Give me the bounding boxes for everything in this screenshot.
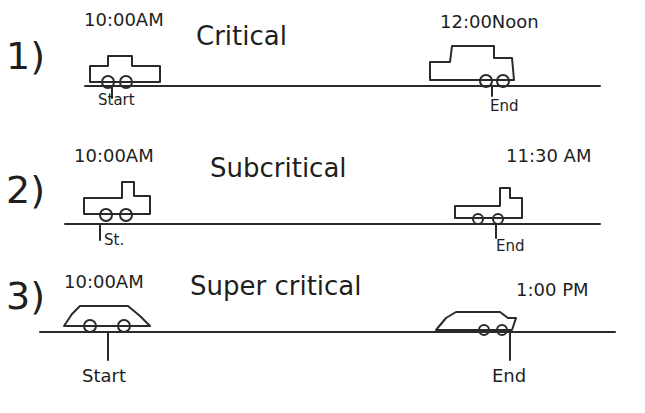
end-tick [495,224,497,238]
start-label: St. [104,232,124,249]
start-label: Start [98,92,135,109]
row-number: 1) [6,36,45,78]
row-number: 3) [6,276,45,318]
end-tick [491,86,493,96]
start-time: 10:00AM [64,272,144,292]
wheel [480,75,492,87]
flow-type: Critical [196,22,287,51]
start-label: Start [82,366,126,386]
wheel [497,325,507,335]
road-line [65,223,600,225]
start-tick [107,332,109,360]
flow-type: Subcritical [210,154,347,183]
wheel [118,320,130,332]
start-time: 10:00AM [84,10,164,30]
car-start [64,306,150,326]
end-time: 12:00Noon [440,12,539,32]
truck-end [455,188,522,218]
wheel [120,76,132,88]
end-label: End [496,238,525,255]
flow-type: Super critical [190,272,362,301]
wheel [479,325,489,335]
start-time: 10:00AM [74,146,154,166]
end-time: 1:00 PM [516,280,589,300]
end-time: 11:30 AM [506,146,591,166]
truck-start [84,182,150,214]
start-tick [99,224,101,240]
end-label: End [492,366,526,386]
wheel [497,75,509,87]
end-label: End [490,98,519,115]
wheel [84,320,96,332]
wheel [473,214,483,224]
truck-start [90,56,160,82]
wheel [493,214,503,224]
car-end [436,312,516,330]
row-number: 2) [6,170,45,212]
wheel [120,209,132,221]
road-line [85,85,600,87]
end-tick [509,332,511,360]
wheel [100,209,112,221]
